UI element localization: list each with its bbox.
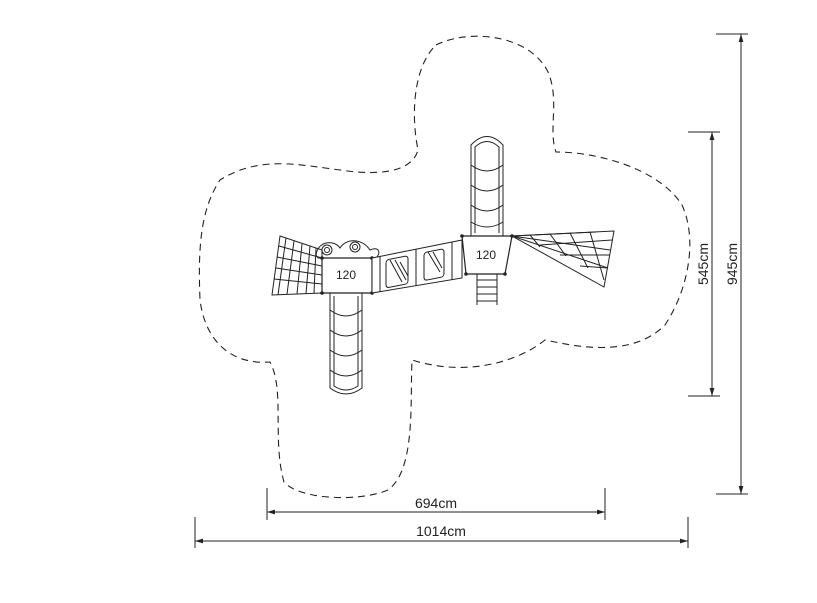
inner-height-label: 545cm: [695, 243, 711, 285]
outer-height-label: 945cm: [724, 243, 740, 285]
right-platform-height: 120: [476, 248, 496, 262]
outer-width-label: 1014cm: [416, 523, 466, 539]
connecting-bridge: [371, 239, 463, 294]
left-slide: [329, 293, 363, 395]
safety-zone-outline: [198, 35, 691, 499]
left-climbing-net: [271, 235, 323, 296]
inner-height-dimension: [688, 131, 720, 397]
inner-width-label: 694cm: [415, 495, 457, 511]
right-platform: 120: [460, 234, 514, 276]
left-platform-height: 120: [336, 268, 356, 282]
left-platform: 120: [320, 256, 374, 295]
left-roof-ornament: [315, 240, 380, 259]
ladder: [476, 274, 498, 305]
inner-width-dimension: [266, 488, 606, 520]
right-slide: [470, 136, 504, 236]
right-climbing-net: [510, 230, 615, 288]
outer-height-dimension: [716, 33, 748, 495]
outer-width-dimension: [194, 517, 689, 548]
